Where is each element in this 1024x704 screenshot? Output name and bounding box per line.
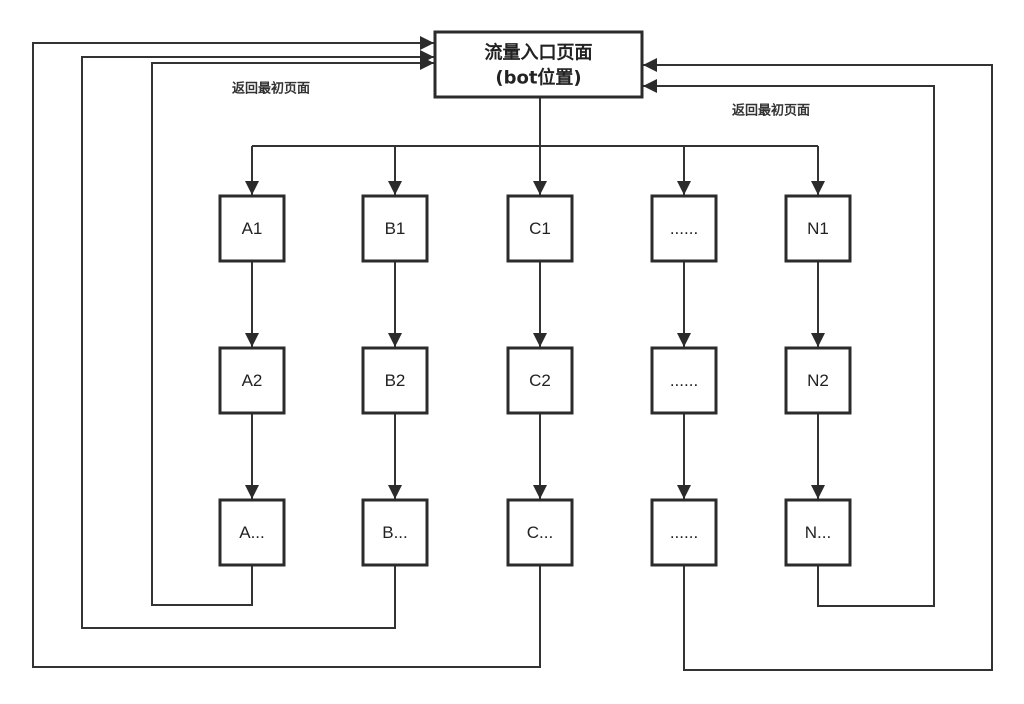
node-label: C... bbox=[527, 523, 553, 542]
node-box bbox=[650, 194, 718, 263]
node-box bbox=[784, 498, 852, 567]
node-label: ...... bbox=[670, 523, 698, 542]
node-box bbox=[361, 194, 429, 263]
node-box bbox=[361, 498, 429, 567]
node-box bbox=[506, 498, 574, 567]
node-box bbox=[784, 346, 852, 415]
node-B-1[interactable]: B1 bbox=[361, 194, 429, 263]
node-label: N1 bbox=[807, 219, 829, 238]
node-label: B2 bbox=[385, 371, 406, 390]
entry-node-title: 流量入口页面 bbox=[485, 42, 593, 64]
node-label: A... bbox=[239, 523, 265, 542]
node-label: B... bbox=[382, 523, 408, 542]
node-box bbox=[218, 194, 286, 263]
entry-node-box bbox=[433, 30, 644, 99]
node-label: A1 bbox=[242, 219, 263, 238]
node-C-1[interactable]: C1 bbox=[506, 194, 574, 263]
node-label: B1 bbox=[385, 219, 406, 238]
node-N-3[interactable]: N... bbox=[784, 498, 852, 567]
entry-node[interactable]: 流量入口页面 (bot位置) bbox=[433, 30, 644, 99]
node-label: ...... bbox=[670, 371, 698, 390]
node-label: N... bbox=[805, 523, 831, 542]
node-box bbox=[218, 498, 286, 567]
return-edge-B bbox=[81, 50, 434, 629]
node-N-1[interactable]: N1 bbox=[784, 194, 852, 263]
node-label: C1 bbox=[529, 219, 551, 238]
node-box bbox=[506, 194, 574, 263]
node-box bbox=[650, 346, 718, 415]
node-label: A2 bbox=[242, 371, 263, 390]
node-A-1[interactable]: A1 bbox=[218, 194, 286, 263]
node-C-3[interactable]: C... bbox=[506, 498, 574, 567]
node-box bbox=[361, 346, 429, 415]
node-dots-2[interactable]: ...... bbox=[650, 346, 718, 415]
node-box bbox=[218, 346, 286, 415]
node-A-3[interactable]: A... bbox=[218, 498, 286, 567]
return-edge-C bbox=[32, 36, 541, 668]
node-label: C2 bbox=[529, 371, 551, 390]
node-A-2[interactable]: A2 bbox=[218, 346, 286, 415]
node-box bbox=[650, 498, 718, 567]
node-dots-3[interactable]: ...... bbox=[650, 498, 718, 567]
entry-node-subtitle: (bot位置) bbox=[495, 67, 581, 89]
node-C-2[interactable]: C2 bbox=[506, 346, 574, 415]
node-B-2[interactable]: B2 bbox=[361, 346, 429, 415]
return-label-left: 返回最初页面 bbox=[232, 81, 310, 97]
node-label: ...... bbox=[670, 219, 698, 238]
return-edge-N bbox=[643, 79, 935, 607]
return-label-right: 返回最初页面 bbox=[732, 103, 810, 119]
node-box bbox=[506, 346, 574, 415]
return-edge-dots bbox=[643, 58, 993, 671]
return-edge-A bbox=[151, 56, 434, 606]
node-box bbox=[784, 194, 852, 263]
node-B-3[interactable]: B... bbox=[361, 498, 429, 567]
node-label: N2 bbox=[807, 371, 829, 390]
node-dots-1[interactable]: ...... bbox=[650, 194, 718, 263]
node-N-2[interactable]: N2 bbox=[784, 346, 852, 415]
